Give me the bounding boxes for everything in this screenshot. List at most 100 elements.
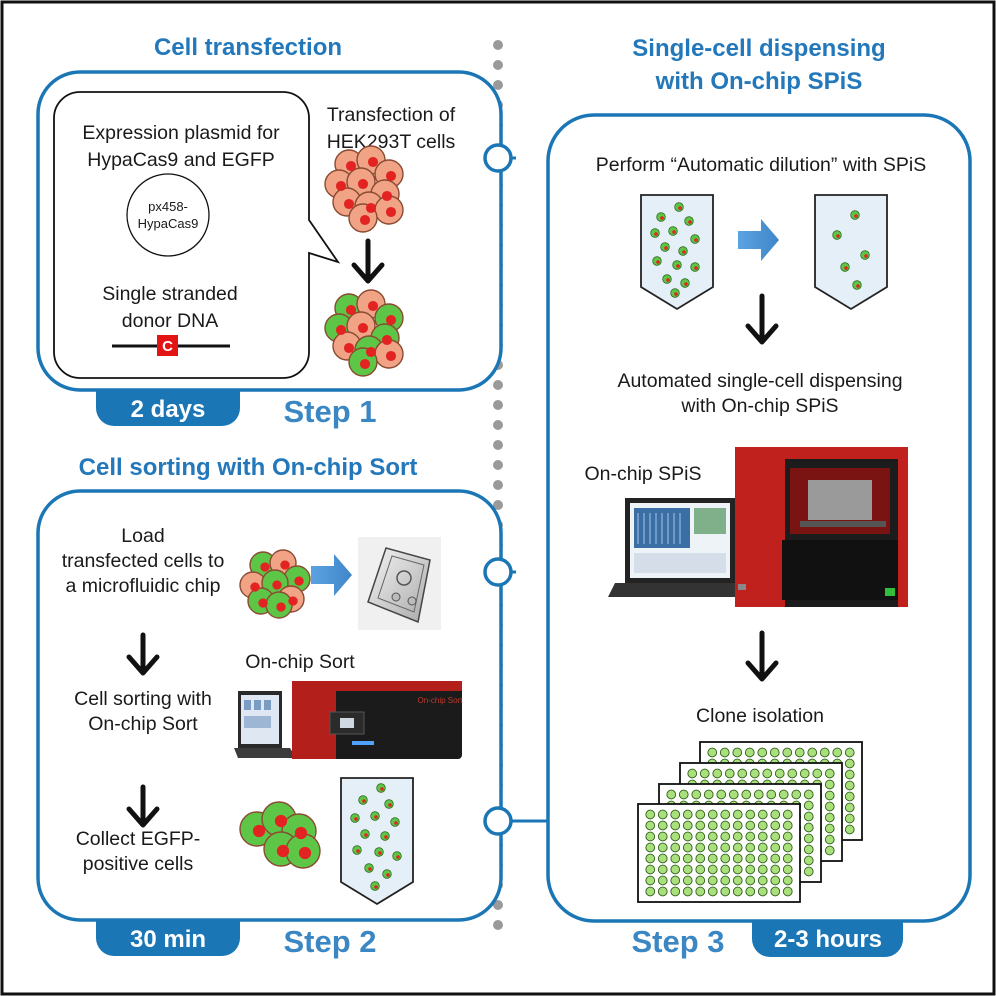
- plate-well: [753, 789, 764, 800]
- collect-label-line1: Collect EGFP-: [76, 828, 201, 850]
- plate-well: [782, 853, 793, 864]
- plate-well: [749, 768, 760, 779]
- cell-nucleus: [381, 334, 393, 346]
- step2-panel: Cell sorting with On-chip Sort Load tran…: [36, 454, 503, 959]
- arrow-head: [351, 262, 385, 284]
- dispensing-label-line2: with On-chip SPiS: [680, 395, 838, 417]
- plate-well: [824, 768, 835, 779]
- tube-cell-nucleus: [694, 266, 698, 270]
- plate-well: [682, 864, 693, 875]
- tube-cell-nucleus: [682, 250, 686, 254]
- plate-well: [720, 875, 731, 886]
- cell-nucleus: [381, 190, 393, 202]
- step2-label: Step 2: [283, 924, 376, 959]
- right-arrow-icon: [311, 554, 352, 596]
- cell-nucleus: [343, 342, 355, 354]
- step3-panel: Single-cell dispensing with On-chip SPiS…: [546, 35, 972, 959]
- plate-well: [728, 789, 739, 800]
- plate-well: [657, 864, 668, 875]
- plate-well: [824, 790, 835, 801]
- spis-power-light: [885, 588, 895, 596]
- tube-cell-nucleus: [660, 216, 664, 220]
- divider-dot: [493, 80, 503, 90]
- tube-outline: [640, 194, 714, 311]
- divider-dot: [493, 480, 503, 490]
- plate-well: [719, 747, 730, 758]
- plate-well: [824, 779, 835, 790]
- plate-well: [741, 789, 752, 800]
- tube-cell-nucleus: [368, 867, 372, 871]
- step3-title-line2: with On-chip SPiS: [655, 68, 863, 95]
- plate-well: [732, 875, 743, 886]
- on-chip-spis-label: On-chip SPiS: [584, 463, 701, 485]
- dispensing-label-line1: Automated single-cell dispensing: [617, 370, 902, 392]
- down-arrow-icon: [745, 630, 779, 682]
- divider-dot: [493, 460, 503, 470]
- plate-well: [707, 831, 718, 842]
- down-arrow-icon: [126, 632, 160, 676]
- plasmid-label-line1: Expression plasmid for: [82, 122, 280, 144]
- on-chip-spis-instrument-photo: [608, 447, 908, 607]
- plate-well: [803, 844, 814, 855]
- plate-well: [732, 853, 743, 864]
- plate-well: [695, 831, 706, 842]
- plasmid-name-line2: HypaCas9: [138, 216, 199, 231]
- on-chip-sort-instrument-photo: On-chip Sort: [234, 672, 464, 764]
- cell-nucleus: [357, 178, 369, 190]
- plate-well: [657, 842, 668, 853]
- plate-well: [824, 823, 835, 834]
- donor-marker-text: C: [162, 338, 173, 355]
- plate-well: [732, 831, 743, 842]
- plate-well: [720, 820, 731, 831]
- clone-isolation-label: Clone isolation: [696, 705, 824, 727]
- plate-well: [844, 802, 855, 813]
- tube-cell-nucleus: [664, 246, 668, 250]
- transfection-label-line2: HEK293T cells: [327, 131, 456, 153]
- plate-well: [682, 886, 693, 897]
- plate-well: [687, 768, 698, 779]
- cell-nucleus: [345, 160, 357, 172]
- divider-dot: [493, 500, 503, 510]
- plate-well: [844, 824, 855, 835]
- plate-well: [670, 820, 681, 831]
- plate-well: [782, 864, 793, 875]
- tube-cell-nucleus: [394, 821, 398, 825]
- plate-well: [732, 886, 743, 897]
- plate-well: [682, 853, 693, 864]
- well-plate: [637, 803, 801, 903]
- cell-nucleus: [272, 580, 282, 590]
- plate-well: [666, 789, 677, 800]
- loaded-cell-cluster: [239, 549, 311, 619]
- plate-well: [844, 813, 855, 824]
- cell-nucleus: [365, 202, 377, 214]
- plate-well: [757, 875, 768, 886]
- untransfected-cell-cluster: [324, 145, 404, 233]
- undiluted-cells-tube: [640, 194, 714, 311]
- step1-title: Cell transfection: [154, 34, 342, 61]
- cell-nucleus: [258, 598, 268, 608]
- plate-well: [707, 875, 718, 886]
- tube-cell-nucleus: [388, 803, 392, 807]
- tube-cell-nucleus: [396, 855, 400, 859]
- plate-well: [670, 831, 681, 842]
- plate-well: [757, 747, 768, 758]
- plate-well: [782, 747, 793, 758]
- cell-nucleus: [280, 560, 290, 570]
- donor-label-line1: Single stranded: [102, 283, 238, 305]
- step2-duration-tab: [96, 920, 240, 956]
- tube-cell-nucleus: [654, 232, 658, 236]
- divider-dot: [493, 380, 503, 390]
- divider-dot: [493, 900, 503, 910]
- cell-nucleus: [365, 346, 377, 358]
- plate-well: [799, 768, 810, 779]
- tube-cell-nucleus: [854, 214, 858, 218]
- arrow-head: [745, 323, 779, 345]
- sorting-label-line2: On-chip Sort: [88, 713, 198, 735]
- plate-well: [770, 842, 781, 853]
- cell-nucleus: [385, 350, 397, 362]
- tube-cell-nucleus: [374, 815, 378, 819]
- tube-cell-nucleus: [380, 787, 384, 791]
- plate-well: [695, 820, 706, 831]
- plate-well: [791, 789, 802, 800]
